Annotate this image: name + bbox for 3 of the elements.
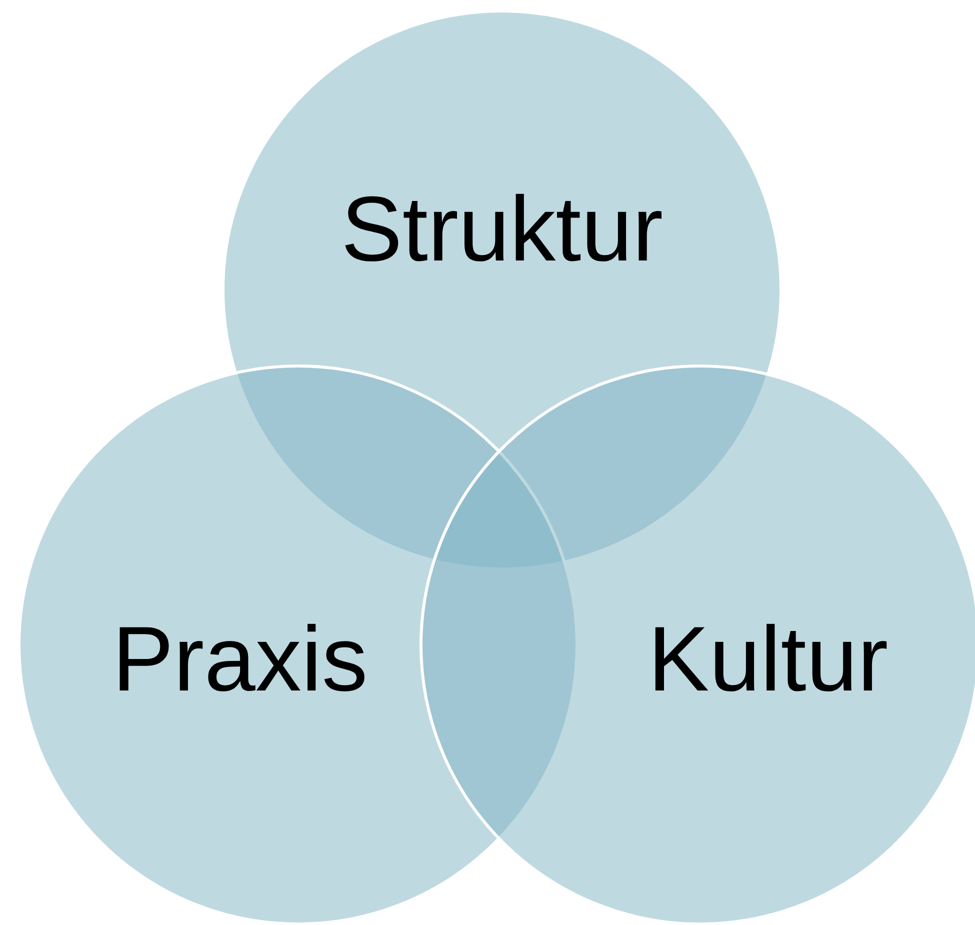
set-label: Kultur xyxy=(648,608,888,712)
set-label: Struktur xyxy=(340,178,664,282)
set-label: Praxis xyxy=(112,608,368,712)
